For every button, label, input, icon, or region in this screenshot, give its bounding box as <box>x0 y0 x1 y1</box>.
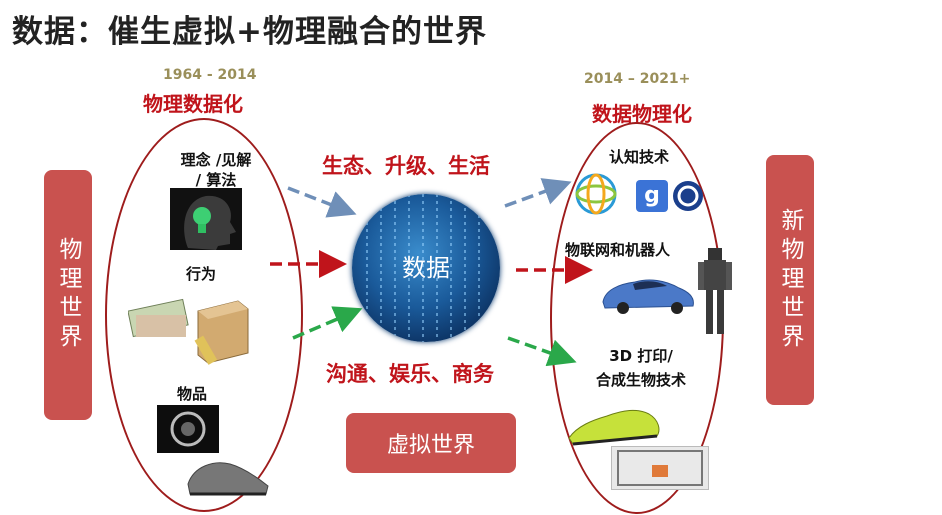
goods-label: 物品 <box>176 385 207 403</box>
cognitive-label: 认知技术 <box>609 148 670 166</box>
physical-world-label: 物理世界 <box>55 237 81 353</box>
arrow-data-to-print <box>507 336 577 367</box>
behavior-label: 行为 <box>185 265 216 283</box>
shoe-image <box>184 454 270 498</box>
3d-printer-image <box>611 446 709 490</box>
top-text: 生态、升级、生活 <box>322 154 490 178</box>
new-physical-world-box: 新物理世界 <box>766 155 814 405</box>
bottom-text: 沟通、娱乐、商务 <box>326 362 494 386</box>
google-g-icon: g <box>636 180 668 212</box>
arrow-data-to-cognitive <box>504 178 572 208</box>
left-era-heading: 物理数据化 <box>143 92 243 116</box>
arrow-idea-to-data <box>287 186 357 218</box>
cortana-icon <box>672 180 704 212</box>
right-era-years: 2014 – 2021+ <box>584 71 691 87</box>
payment-package-image <box>127 289 250 369</box>
new-physical-world-label: 新物理世界 <box>777 207 803 353</box>
head-lightbulb-image <box>170 188 242 250</box>
physical-world-box: 物理世界 <box>44 170 92 420</box>
page-title: 数据：催生虚拟+物理融合的世界 <box>12 14 487 50</box>
data-hub <box>352 194 500 342</box>
iot-label: 物联网和机器人 <box>565 241 671 259</box>
arrow-goods-to-data <box>292 306 363 340</box>
print-label: 3D 打印/ 合成生物技术 <box>596 347 687 389</box>
self-driving-car-image <box>599 268 697 316</box>
virtual-world-label: 虚拟世界 <box>386 433 475 458</box>
virtual-world-box: 虚拟世界 <box>346 413 516 473</box>
robot-image <box>696 246 734 338</box>
sneaker-image <box>567 402 663 450</box>
watson-globe-icon <box>571 171 621 217</box>
left-ellipse <box>105 118 303 512</box>
idea-label: 理念 /见解 / 算法 <box>180 151 252 189</box>
left-era-years: 1964 - 2014 <box>163 67 257 83</box>
scan-image <box>157 405 219 453</box>
data-hub-label: 数据 <box>402 254 450 282</box>
